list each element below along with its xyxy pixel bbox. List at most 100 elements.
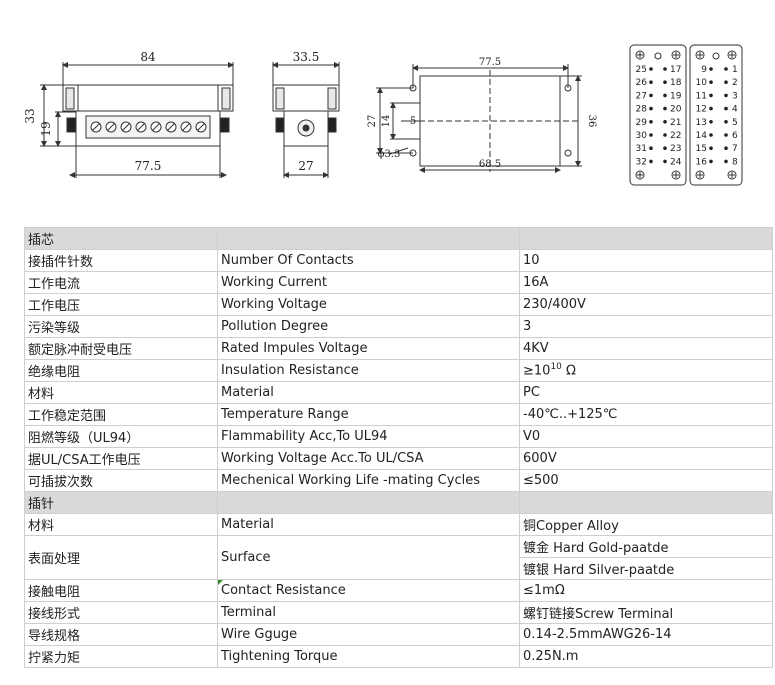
param-value: -40℃..+125℃ (519, 403, 773, 426)
param-value: ≥1010 Ω (519, 359, 773, 382)
left-pin-label: 30 (636, 131, 648, 141)
pinout-left-plate (629, 44, 687, 186)
section-blank (519, 491, 773, 514)
right-pin-dot (709, 146, 713, 150)
param-name-zh: 接触电阻 (24, 579, 218, 602)
param-value: 镀金 Hard Gold-paatde (519, 535, 773, 558)
param-value: 镀银 Hard Silver-paatde (519, 557, 773, 580)
left-pin-dot (663, 159, 667, 164)
left-pin-label: 17 (670, 65, 681, 75)
dim-mount-length-top: 77.5 (479, 57, 501, 68)
param-name-zh: 导线规格 (24, 623, 218, 646)
left-pin-dot (663, 67, 667, 71)
dim-front-height-total: 33 (23, 108, 37, 123)
left-pin-label: 27 (636, 91, 647, 101)
screw-slot-icon (92, 123, 100, 131)
dim-front-width-bottom: 77.5 (135, 159, 162, 173)
dim-mount-length-bottom: 68.5 (479, 159, 501, 170)
param-name-zh: 污染等级 (24, 315, 218, 338)
param-value: ≤1mΩ (519, 579, 773, 602)
dim-side-width-top: 33.5 (293, 50, 320, 64)
section-title: 插针 (24, 491, 218, 514)
section-row: 插芯 (24, 227, 773, 250)
terminal-screws (90, 121, 207, 133)
param-name-zh: 工作电压 (24, 293, 218, 316)
left-pin-dot (649, 146, 653, 150)
section-blank (217, 227, 520, 250)
right-pin-dot (709, 133, 713, 137)
param-name-zh: 绝缘电阻 (24, 359, 218, 382)
left-pin-dot (649, 133, 653, 137)
param-value: 600V (519, 447, 773, 470)
right-pin-dot (709, 120, 713, 124)
param-name-en: Working Voltage Acc.To UL/CSA (217, 447, 520, 470)
param-name-zh: 工作稳定范围 (24, 403, 218, 426)
param-name-en: Temperature Range (217, 403, 520, 426)
right-pin-label: 5 (732, 118, 738, 128)
left-pin-dot (649, 93, 653, 98)
param-name-en: Working Current (217, 271, 520, 294)
left-pin-dot (649, 106, 653, 111)
left-pin-dot (663, 120, 667, 124)
param-name-en: Pollution Degree (217, 315, 520, 338)
screw-slot-icon (197, 123, 205, 131)
left-pin-label: 28 (636, 105, 648, 115)
right-pin-dot (724, 146, 728, 150)
param-name-en: Wire Gguge (217, 623, 520, 646)
right-pin-label: 3 (732, 91, 738, 101)
left-pin-label: 19 (670, 91, 682, 101)
left-pin-dot (663, 106, 667, 111)
mounting-view (376, 64, 582, 173)
left-pin-label: 24 (670, 157, 682, 167)
right-pin-dot (724, 80, 728, 84)
left-pin-dot (649, 80, 653, 84)
right-pin-dot (724, 93, 728, 98)
param-name-zh: 拧紧力矩 (24, 645, 218, 668)
right-pin-label: 1 (732, 65, 738, 75)
right-pin-label: 8 (732, 157, 738, 167)
right-pin-dot (709, 106, 713, 111)
param-name-en: Flammability Acc,To UL94 (217, 425, 520, 448)
right-pin-label: 11 (696, 91, 707, 101)
param-name-zh: 接插件针数 (24, 249, 218, 272)
param-name-en: Tightening Torque (217, 645, 520, 668)
right-pin-label: 7 (732, 144, 738, 154)
param-name-en: Number Of Contacts (217, 249, 520, 272)
left-pin-label: 20 (670, 105, 682, 115)
right-pin-dot (724, 120, 728, 124)
right-pin-label: 12 (696, 105, 707, 115)
left-pin-label: 23 (670, 144, 681, 154)
right-pin-label: 15 (696, 144, 707, 154)
right-pin-label: 4 (732, 105, 738, 115)
param-value: 16A (519, 271, 773, 294)
param-name-zh: 可插拔次数 (24, 469, 218, 492)
param-name-en: Working Voltage (217, 293, 520, 316)
right-pin-label: 9 (701, 65, 707, 75)
right-pin-label: 10 (696, 78, 708, 88)
param-name-zh: 工作电流 (24, 271, 218, 294)
table-row: 镀银 Hard Silver-paatde (25, 557, 773, 580)
param-name-zh: 接线形式 (24, 601, 218, 624)
dim-mount-hole: ϕ3.3 (378, 149, 401, 160)
right-pin-label: 13 (696, 118, 707, 128)
left-pin-label: 25 (636, 65, 647, 75)
screw-slot-icon (107, 123, 115, 131)
screw-slot-icon (152, 123, 160, 131)
section-blank (217, 491, 520, 514)
param-name-zh: 阻燃等级（UL94） (24, 425, 218, 448)
param-name-en: Terminal (217, 601, 520, 624)
right-pin-label: 14 (696, 131, 708, 141)
right-pin-dot (709, 67, 713, 71)
dim-front-height-lower: 19 (39, 121, 53, 136)
